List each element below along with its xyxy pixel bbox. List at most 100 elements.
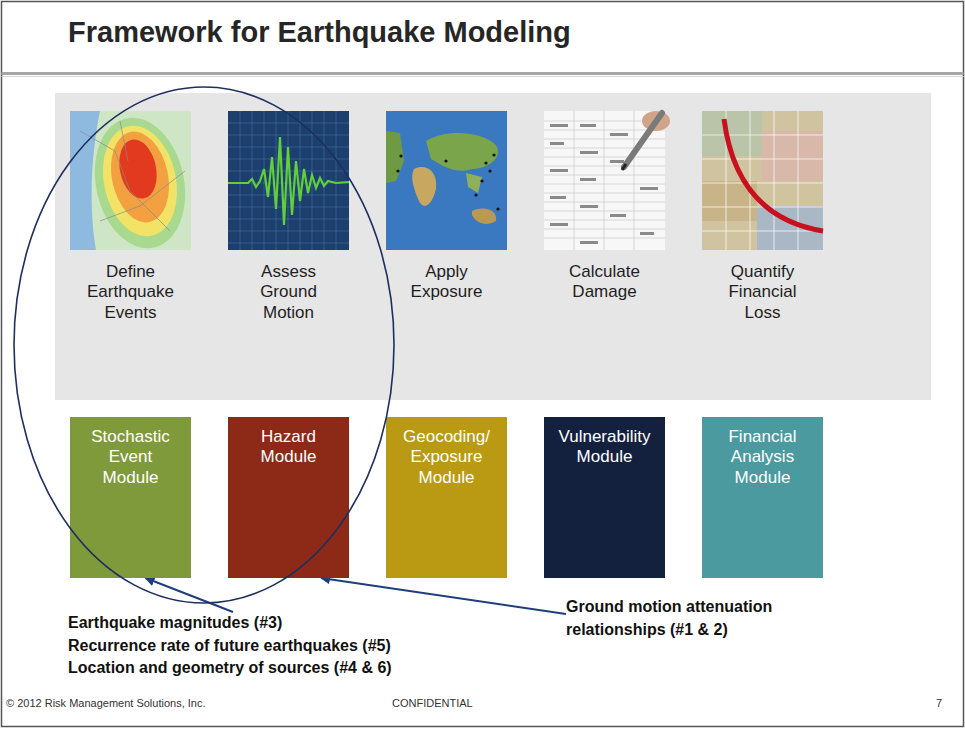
picture-band — [55, 93, 931, 400]
step-caption: Quantify Financial Loss — [711, 262, 815, 323]
artwork-part — [480, 179, 483, 182]
intensity-zone — [93, 119, 187, 244]
continent — [426, 133, 498, 171]
label-slot: 7 — [936, 697, 942, 710]
annotation-line: Ground motion attenuation relationships … — [566, 596, 814, 641]
annotation-line: Location and geometry of sources (#4 & 6… — [68, 657, 392, 680]
notes-grid — [702, 111, 823, 250]
module-box: Geocoding/ Exposure Module — [386, 417, 507, 578]
continent — [466, 173, 482, 193]
pointer-arrow — [321, 578, 566, 614]
pen — [624, 113, 662, 167]
artwork-part — [580, 178, 596, 181]
label-slot: © 2012 Risk Management Solutions, Inc. — [6, 697, 206, 710]
title-slot: Framework for Earthquake Modeling — [68, 16, 571, 49]
continent — [386, 131, 404, 183]
label-slot: Calculate Damage — [553, 262, 657, 303]
screen-grid — [228, 111, 349, 250]
artwork-part — [610, 133, 628, 136]
module-label: Financial Analysis Module — [713, 427, 812, 488]
artwork-part — [396, 169, 399, 172]
artwork-part — [492, 153, 495, 156]
artwork-part — [488, 169, 491, 172]
module-box: Stochastic Event Module — [70, 417, 191, 578]
label-slot: Define Earthquake Events — [79, 262, 183, 323]
module-label: Hazard Module — [239, 427, 338, 468]
shake-map-picture — [70, 109, 197, 256]
step-caption: Define Earthquake Events — [79, 262, 183, 323]
map-water — [70, 111, 100, 250]
spreadsheet-picture — [544, 111, 670, 250]
confidential-mark: CONFIDENTIAL — [392, 697, 473, 710]
artwork-part — [580, 241, 598, 244]
title-rule-shadow — [2, 76, 964, 77]
banknotes-picture — [702, 111, 823, 250]
banknote — [702, 181, 757, 221]
annotation-line: Earthquake magnitudes (#3) — [68, 612, 392, 635]
module-label: Geocoding/ Exposure Module — [397, 427, 496, 488]
artwork-part — [580, 151, 598, 154]
annotation-note: Ground motion attenuation relationships … — [566, 596, 814, 641]
banknote — [702, 111, 762, 156]
artwork-part — [640, 232, 654, 235]
continent — [412, 167, 436, 206]
sheet — [544, 111, 665, 250]
focus-ellipse — [14, 87, 394, 603]
module-box: Vulnerability Module — [544, 417, 665, 578]
module-label: Vulnerability Module — [549, 427, 660, 468]
step-caption: Apply Exposure — [395, 262, 499, 303]
artwork-part — [550, 124, 568, 127]
label-slot: Apply Exposure — [395, 262, 499, 303]
artwork-part — [444, 159, 447, 162]
event-dots — [396, 153, 499, 210]
module-box: Financial Analysis Module — [702, 417, 823, 578]
title-rule — [2, 72, 964, 75]
world-map-picture — [386, 111, 507, 250]
map-roads — [80, 121, 185, 231]
copyright-note: © 2012 Risk Management Solutions, Inc. — [6, 697, 206, 710]
artwork-part — [610, 160, 624, 163]
intensity-zone — [114, 136, 162, 202]
sheet-figures — [550, 124, 658, 244]
annotation-note: Earthquake magnitudes (#3)Recurrence rat… — [68, 612, 392, 680]
intensity-zone — [83, 109, 197, 256]
page-number: 7 — [936, 697, 942, 710]
artwork-part — [580, 124, 596, 127]
ocean — [386, 111, 507, 250]
hand — [642, 111, 670, 131]
banknote — [762, 131, 823, 181]
artwork-part — [550, 196, 566, 199]
artwork-part — [580, 205, 598, 208]
notes-ground — [702, 111, 823, 250]
pen-tip — [622, 164, 626, 170]
artwork-part — [550, 142, 564, 145]
seismic-wave — [228, 137, 349, 225]
intensity-zone — [103, 126, 177, 228]
slide-title: Framework for Earthquake Modeling — [68, 16, 571, 49]
artwork-part — [640, 187, 658, 190]
continent — [472, 209, 496, 224]
artwork-part — [496, 207, 499, 210]
pointer-arrow — [146, 578, 234, 612]
artwork-part — [550, 169, 568, 172]
artwork-part — [550, 223, 568, 226]
artwork-part — [474, 193, 477, 196]
module-label: Stochastic Event Module — [81, 427, 180, 488]
map-ground — [70, 111, 191, 250]
label-slot: Assess Ground Motion — [237, 262, 341, 323]
step-caption: Calculate Damage — [553, 262, 657, 303]
artwork-part — [484, 161, 487, 164]
sheet-grid — [544, 111, 665, 250]
artwork-part — [399, 154, 402, 157]
artwork-part — [610, 214, 626, 217]
annotation-line: Recurrence rate of future earthquakes (#… — [68, 635, 392, 658]
label-slot: Quantify Financial Loss — [711, 262, 815, 323]
seismogram-picture — [228, 111, 349, 250]
banknote — [757, 206, 823, 250]
module-box: Hazard Module — [228, 417, 349, 578]
loss-curve — [724, 119, 823, 231]
step-caption: Assess Ground Motion — [237, 262, 341, 323]
screen-ground — [228, 111, 349, 250]
label-slot: CONFIDENTIAL — [392, 697, 473, 710]
